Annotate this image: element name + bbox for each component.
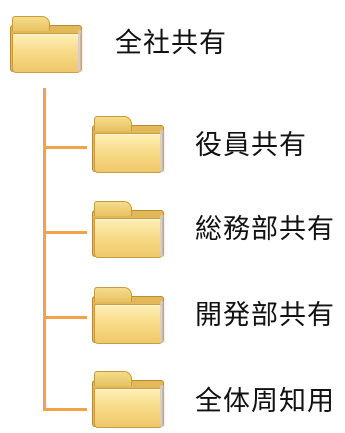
branch-line-3 bbox=[43, 316, 87, 319]
tree-node-label: 全社共有 bbox=[115, 28, 227, 59]
branch-line-1 bbox=[43, 146, 87, 149]
tree-trunk-line bbox=[43, 88, 46, 411]
tree-node-label: 役員共有 bbox=[195, 130, 307, 161]
folder-icon bbox=[92, 371, 166, 428]
folder-icon bbox=[10, 16, 84, 73]
tree-node-label: 総務部共有 bbox=[195, 214, 335, 245]
folder-icon bbox=[92, 201, 166, 258]
branch-line-4 bbox=[43, 408, 87, 411]
folder-icon bbox=[92, 287, 166, 344]
folder-icon bbox=[92, 116, 166, 173]
tree-node-label: 全体周知用 bbox=[195, 386, 335, 417]
branch-line-2 bbox=[43, 231, 87, 234]
tree-node-label: 開発部共有 bbox=[195, 300, 335, 331]
